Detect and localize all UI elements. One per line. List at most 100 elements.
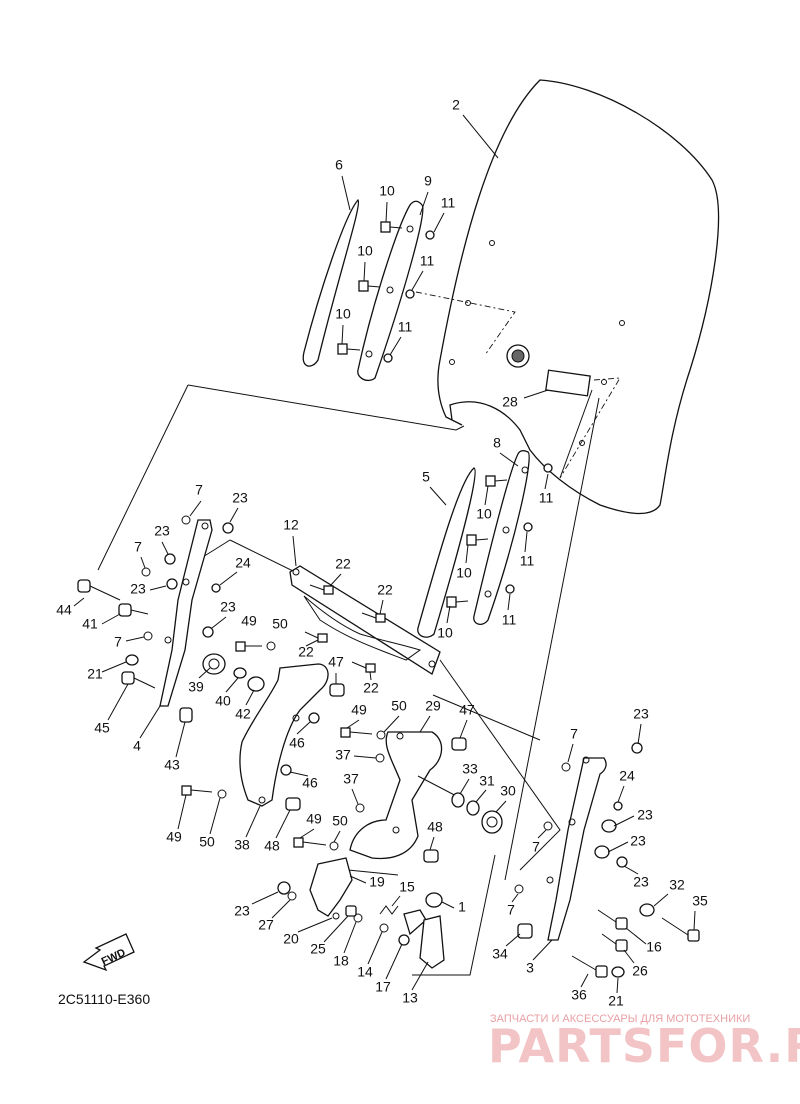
callout-l-22c: 22 xyxy=(298,644,314,660)
callout-l-34: 34 xyxy=(492,946,508,962)
callout-l-12: 12 xyxy=(283,517,299,533)
callout-l-39: 39 xyxy=(188,679,204,695)
callout-l-50a: 50 xyxy=(272,616,288,632)
callout-l-26: 26 xyxy=(632,963,648,979)
callout-l-9: 9 xyxy=(424,173,432,189)
callout-l-50b: 50 xyxy=(391,698,407,714)
callout-l-45: 45 xyxy=(94,720,110,736)
callout-l-3: 3 xyxy=(526,960,534,976)
callout-l-11d: 11 xyxy=(539,490,554,506)
callout-l-6: 6 xyxy=(335,157,343,173)
callout-l-44: 44 xyxy=(56,602,72,618)
callout-l-11b: 11 xyxy=(420,253,435,269)
assembly-lines xyxy=(97,291,621,976)
callout-l-5: 5 xyxy=(422,469,430,485)
callout-l-11a: 11 xyxy=(441,195,456,211)
trim-left[interactable] xyxy=(302,198,360,367)
fwd-arrow: FWD xyxy=(82,933,135,972)
callout-l-21b: 21 xyxy=(608,993,624,1009)
callout-l-2: 2 xyxy=(452,97,460,113)
callout-l-50d: 50 xyxy=(199,834,215,850)
callout-l-46b: 46 xyxy=(302,775,318,791)
callout-l-36: 36 xyxy=(571,987,587,1003)
callout-l-10d: 10 xyxy=(476,506,492,522)
callout-l-10c: 10 xyxy=(335,306,351,322)
callout-l-7d: 7 xyxy=(570,726,578,742)
callout-l-11f: 11 xyxy=(502,612,517,628)
callout-l-23e: 23 xyxy=(633,706,649,722)
center-bracket[interactable] xyxy=(349,731,443,860)
callout-l-40: 40 xyxy=(215,693,231,709)
callout-l-49d: 49 xyxy=(166,829,182,845)
callout-l-24a: 24 xyxy=(235,555,251,571)
callout-l-7e: 7 xyxy=(532,839,540,855)
callout-l-23a: 23 xyxy=(232,490,248,506)
callout-l-20: 20 xyxy=(283,931,299,947)
callout-l-37a: 37 xyxy=(335,747,351,763)
callout-l-22b: 22 xyxy=(377,582,393,598)
callout-l-32: 32 xyxy=(669,877,685,893)
callout-l-15: 15 xyxy=(399,879,415,895)
right-hardware[interactable] xyxy=(571,903,700,978)
watermark-tagline: ЗАПЧАСТИ И АКСЕССУАРЫ ДЛЯ МОТОТЕХНИКИ xyxy=(490,1013,750,1025)
callout-l-7f: 7 xyxy=(507,902,515,918)
callout-l-47b: 47 xyxy=(459,702,475,718)
callout-l-17: 17 xyxy=(375,979,391,995)
stay-right[interactable] xyxy=(473,450,530,626)
stay-left[interactable] xyxy=(357,200,424,382)
callout-l-7c: 7 xyxy=(114,634,122,650)
callout-l-35: 35 xyxy=(692,893,708,909)
callout-l-11c: 11 xyxy=(398,319,413,335)
callout-l-49c: 49 xyxy=(306,811,322,827)
callout-l-23f: 23 xyxy=(637,807,653,823)
callout-l-8: 8 xyxy=(493,435,501,451)
callout-l-22a: 22 xyxy=(335,556,351,572)
callout-l-31: 31 xyxy=(479,773,495,789)
callout-l-10e: 10 xyxy=(456,565,472,581)
callout-l-4: 4 xyxy=(133,738,141,754)
callout-l-25: 25 xyxy=(310,941,326,957)
windshield[interactable] xyxy=(437,79,720,515)
bolts-upper[interactable] xyxy=(337,221,553,608)
callout-l-13: 13 xyxy=(402,990,418,1006)
callout-l-10b: 10 xyxy=(357,243,373,259)
bushings[interactable] xyxy=(451,792,503,834)
callout-l-7b: 7 xyxy=(134,539,142,555)
callout-l-18: 18 xyxy=(333,953,349,969)
leader-lines xyxy=(73,114,696,994)
callout-l-46a: 46 xyxy=(289,735,305,751)
decal xyxy=(545,369,591,397)
bracket-right[interactable] xyxy=(547,757,607,941)
emblem xyxy=(506,344,530,368)
callout-l-48a: 48 xyxy=(427,819,443,835)
callout-l-29: 29 xyxy=(425,698,441,714)
callout-l-23h: 23 xyxy=(633,874,649,890)
callout-l-14: 14 xyxy=(357,964,373,980)
trim-right[interactable] xyxy=(417,467,476,638)
callout-l-49b: 49 xyxy=(351,702,367,718)
callout-l-19: 19 xyxy=(369,874,385,890)
diagram-code: 2C51110-E360 xyxy=(58,991,150,1007)
callout-l-30: 30 xyxy=(500,783,516,799)
callout-l-23i: 23 xyxy=(234,903,250,919)
callout-l-38: 38 xyxy=(234,837,250,853)
callout-l-42: 42 xyxy=(235,706,251,722)
callout-l-23c: 23 xyxy=(130,581,146,597)
callout-l-1: 1 xyxy=(458,899,466,915)
callout-l-23d: 23 xyxy=(220,599,236,615)
bracket-left[interactable] xyxy=(159,519,213,707)
callout-l-41: 41 xyxy=(82,616,98,632)
callout-l-23g: 23 xyxy=(630,833,646,849)
callout-l-22d: 22 xyxy=(363,680,379,696)
lower-bracket-left[interactable] xyxy=(239,663,329,807)
callout-l-37b: 37 xyxy=(343,771,359,787)
callout-l-49a: 49 xyxy=(241,613,257,629)
callout-l-10f: 10 xyxy=(437,625,453,641)
adjuster-mechanism[interactable] xyxy=(277,857,445,969)
bolts-22[interactable] xyxy=(304,584,386,673)
callout-l-24b: 24 xyxy=(619,768,635,784)
callout-l-21a: 21 xyxy=(87,666,103,682)
callout-l-33: 33 xyxy=(462,761,478,777)
